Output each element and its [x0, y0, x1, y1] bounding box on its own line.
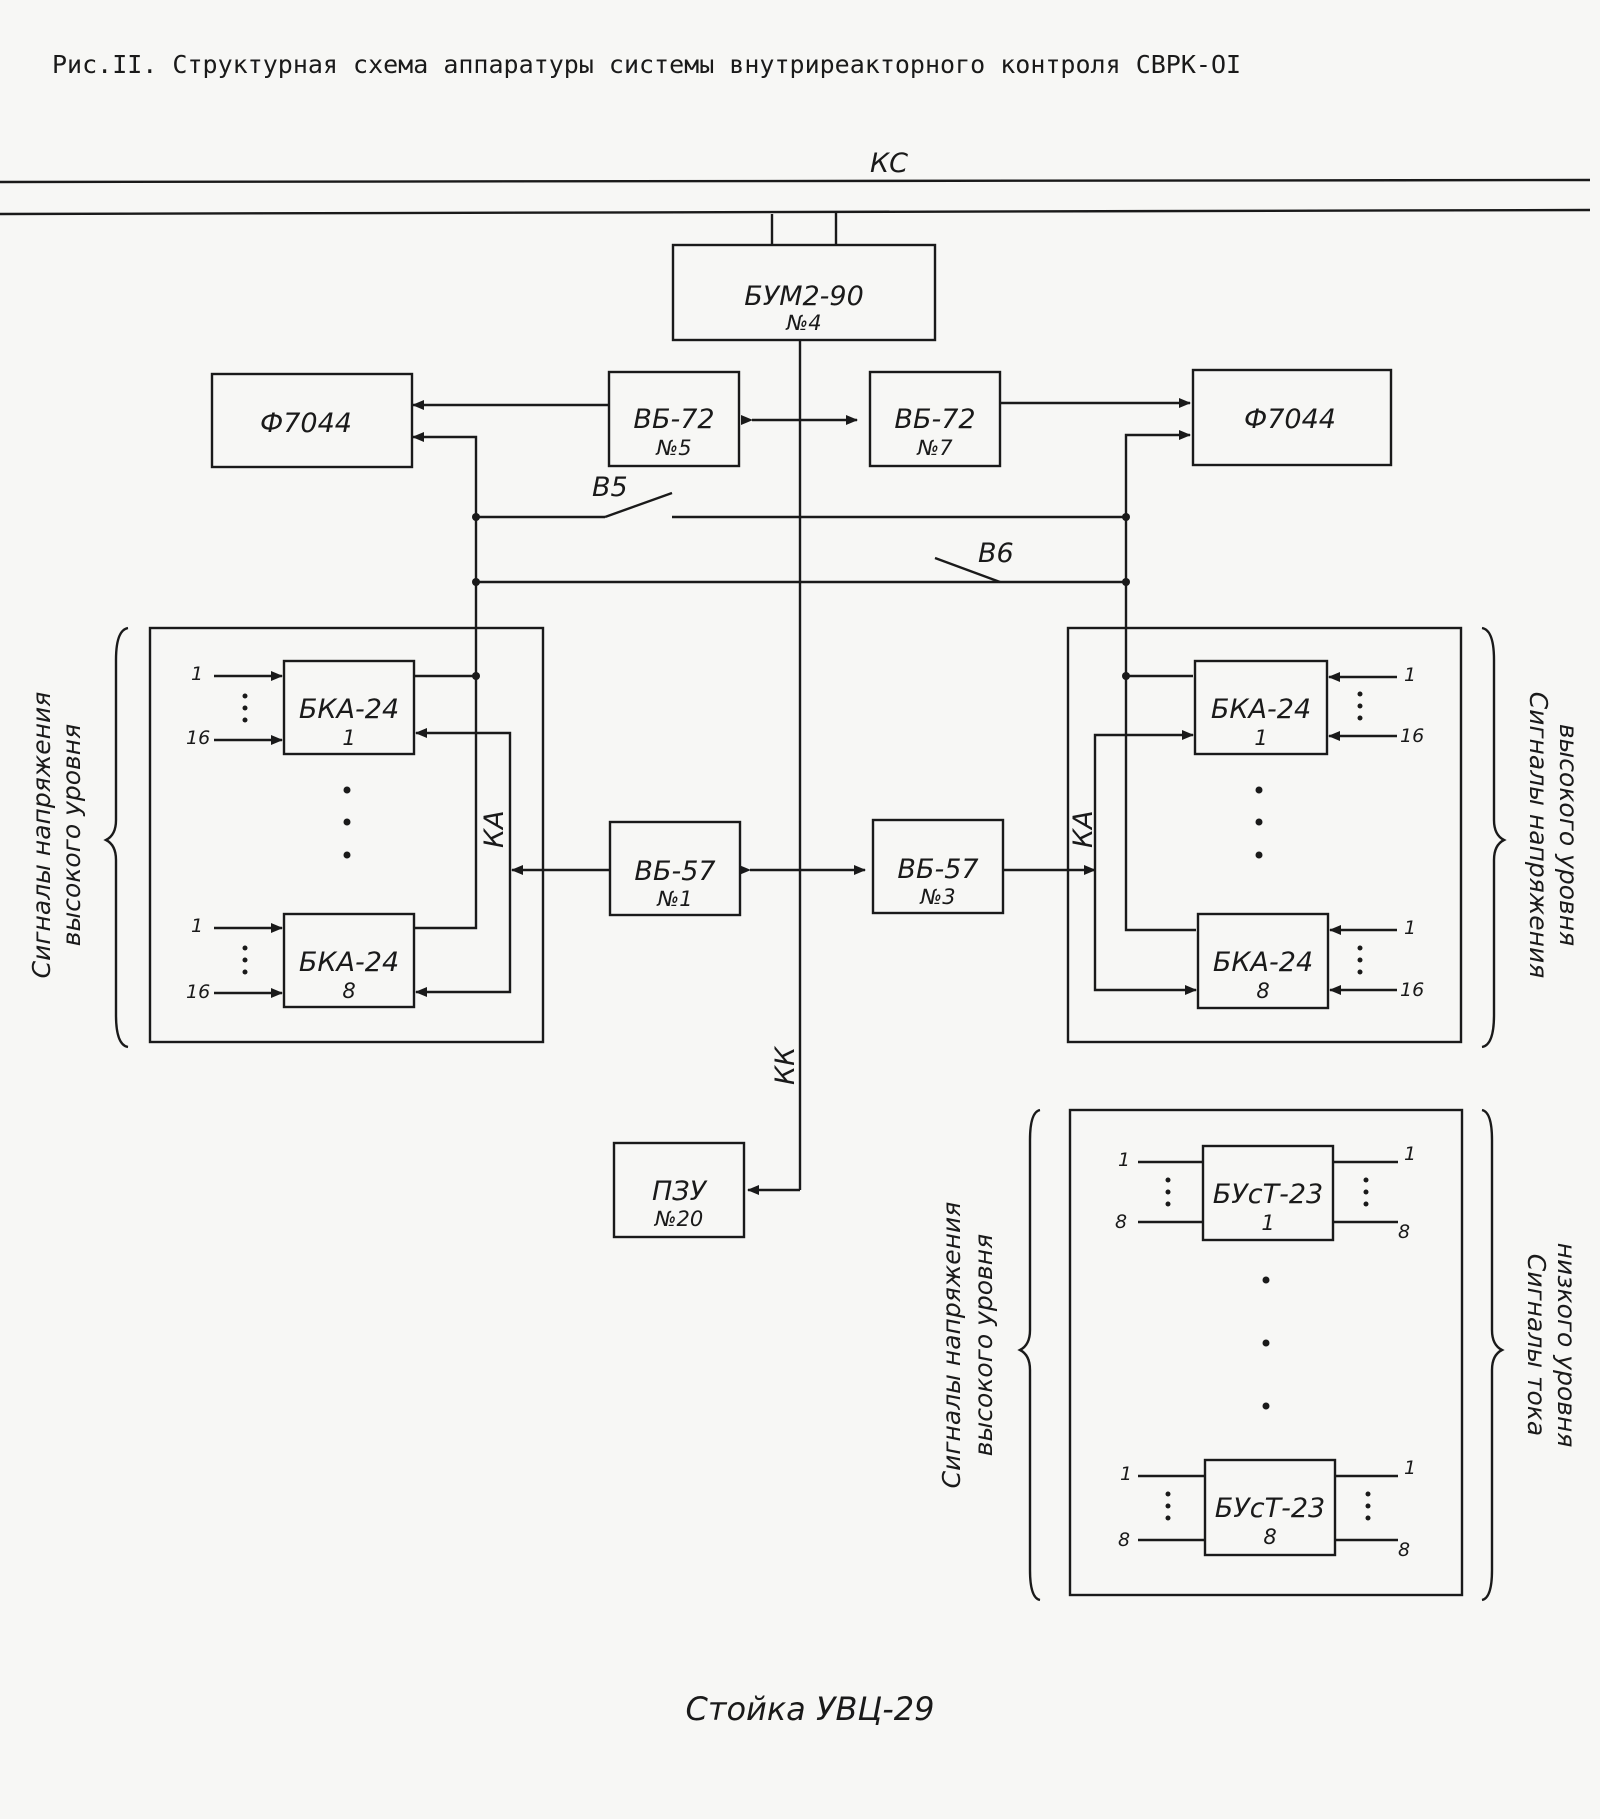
vb72-left-number: №5 — [655, 436, 691, 460]
pin-bust-bottom-out-1: 1 — [1404, 1457, 1416, 1479]
bum2-90-number: №4 — [785, 311, 821, 335]
bust23-bottom-number: 8 — [1263, 1525, 1276, 1549]
bum2-90-label: БУМ2-90 — [744, 281, 864, 312]
figure-caption: Рис.II. Структурная схема аппаратуры сис… — [52, 50, 1242, 79]
vb72-right-label: ВБ-72 — [894, 404, 975, 435]
f7044-right-block: Ф7044 — [1191, 368, 1393, 467]
switch-b6-label: В6 — [978, 538, 1014, 569]
pin-bust-bottom-in-1: 1 — [1120, 1463, 1132, 1485]
right-rack-frame — [1066, 626, 1463, 1044]
side-label-bottom-right: Сигналы тока низкого уровня — [1522, 1243, 1581, 1448]
bka24-right-top-number: 1 — [1254, 726, 1267, 750]
pin-right-bottom-1: 1 — [1404, 917, 1416, 939]
bka24-left-top-number: 1 — [342, 726, 355, 750]
bottom-left-brace — [1017, 1108, 1041, 1602]
pzu-block: ПЗУ №20 — [612, 1141, 746, 1239]
f7044-left-block: Ф7044 — [210, 372, 414, 469]
vb57-right-number: №3 — [919, 885, 955, 909]
stand-label: Стойка УВЦ-29 — [685, 1690, 934, 1728]
bka24-left-top-label: БКА-24 — [299, 694, 399, 725]
vb72-left-block: ВБ-72 №5 — [607, 370, 741, 468]
bka24-right-bottom-block: БКА-24 8 — [1196, 912, 1330, 1010]
bust23-top-block: БУсТ-23 1 — [1201, 1144, 1335, 1242]
vb72-left-label: ВБ-72 — [633, 404, 714, 435]
svg-text:Сигналы тока: Сигналы тока — [1522, 1254, 1551, 1436]
pin-right-top-16: 16 — [1400, 725, 1424, 747]
pin-right-top-1: 1 — [1404, 664, 1416, 686]
vb72-right-block: ВБ-72 №7 — [868, 370, 1002, 468]
svg-text:низкого уровня: низкого уровня — [1552, 1243, 1581, 1448]
ka-right-label: КА — [1068, 810, 1099, 848]
vb57-left-label: ВБ-57 — [634, 856, 715, 887]
vb57-right-block: ВБ-57 №3 — [871, 818, 1005, 915]
svg-text:Сигналы напряжения: Сигналы напряжения — [937, 1202, 966, 1489]
switch-b5 — [472, 491, 1130, 521]
side-label-bottom-left: Сигналы напряжения высокого уровня — [937, 1202, 998, 1489]
kk-label: КК — [770, 1045, 801, 1085]
pin-bust-top-out-8: 8 — [1398, 1221, 1410, 1243]
bust23-top-label: БУсТ-23 — [1213, 1179, 1323, 1210]
kc-bus-label: КС — [870, 148, 908, 179]
svg-text:Сигналы напряжения: Сигналы напряжения — [1524, 692, 1553, 979]
bka24-left-bottom-label: БКА-24 — [299, 947, 399, 978]
pin-bust-bottom-out-8: 8 — [1398, 1539, 1410, 1561]
bka24-right-bottom-label: БКА-24 — [1213, 947, 1313, 978]
pin-left-bottom-1: 1 — [191, 915, 203, 937]
pzu-number: №20 — [654, 1207, 704, 1231]
svg-text:Сигналы напряжения: Сигналы напряжения — [27, 692, 56, 979]
bust23-bottom-label: БУсТ-23 — [1215, 1493, 1325, 1524]
pin-right-bottom-16: 16 — [1400, 979, 1424, 1001]
f7044-left-label: Ф7044 — [260, 408, 352, 439]
vb72-right-number: №7 — [916, 436, 953, 460]
bottom-right-brace — [1481, 1108, 1505, 1602]
bka24-left-top-block: БКА-24 1 — [282, 659, 416, 756]
left-rack-frame — [148, 626, 545, 1044]
bust23-bottom-block: БУсТ-23 8 — [1203, 1458, 1337, 1557]
bottom-rack-frame — [1068, 1108, 1464, 1597]
vb57-left-block: ВБ-57 №1 — [608, 820, 742, 917]
vb57-left-number: №1 — [656, 887, 692, 911]
side-label-left: Сигналы напряжения высокого уровня — [27, 692, 86, 979]
kc-bus — [0, 178, 1591, 245]
bum2-90-block: БУМ2-90 №4 — [671, 243, 937, 342]
left-brace — [103, 626, 129, 1049]
side-label-right: Сигналы напряжения высокого уровня — [1524, 692, 1583, 979]
pin-left-top-1: 1 — [191, 663, 203, 685]
bka24-right-top-label: БКА-24 — [1211, 694, 1311, 725]
bka24-left-bottom-number: 8 — [342, 979, 355, 1003]
svg-text:высокого уровня: высокого уровня — [57, 724, 86, 946]
pzu-label: ПЗУ — [652, 1176, 708, 1207]
svg-text:высокого уровня: высокого уровня — [1554, 724, 1583, 946]
pin-bust-top-out-1: 1 — [1404, 1143, 1416, 1165]
switch-b5-label: В5 — [592, 472, 628, 503]
switch-b6 — [472, 556, 1130, 586]
pin-bust-bottom-in-8: 8 — [1118, 1529, 1130, 1551]
pin-left-top-16: 16 — [186, 727, 210, 749]
bka24-left-bottom-block: БКА-24 8 — [282, 912, 416, 1009]
bust23-top-number: 1 — [1261, 1211, 1274, 1235]
bka24-right-bottom-number: 8 — [1256, 979, 1269, 1003]
vb57-right-label: ВБ-57 — [897, 854, 978, 885]
f7044-right-label: Ф7044 — [1244, 404, 1336, 435]
right-brace — [1481, 626, 1507, 1049]
pin-left-bottom-16: 16 — [186, 981, 210, 1003]
pin-bust-top-in-8: 8 — [1115, 1211, 1127, 1233]
bka24-right-top-block: БКА-24 1 — [1193, 659, 1329, 756]
pin-bust-top-in-1: 1 — [1118, 1149, 1130, 1171]
svg-text:высокого уровня: высокого уровня — [969, 1234, 998, 1456]
ka-left-label: КА — [479, 810, 510, 848]
